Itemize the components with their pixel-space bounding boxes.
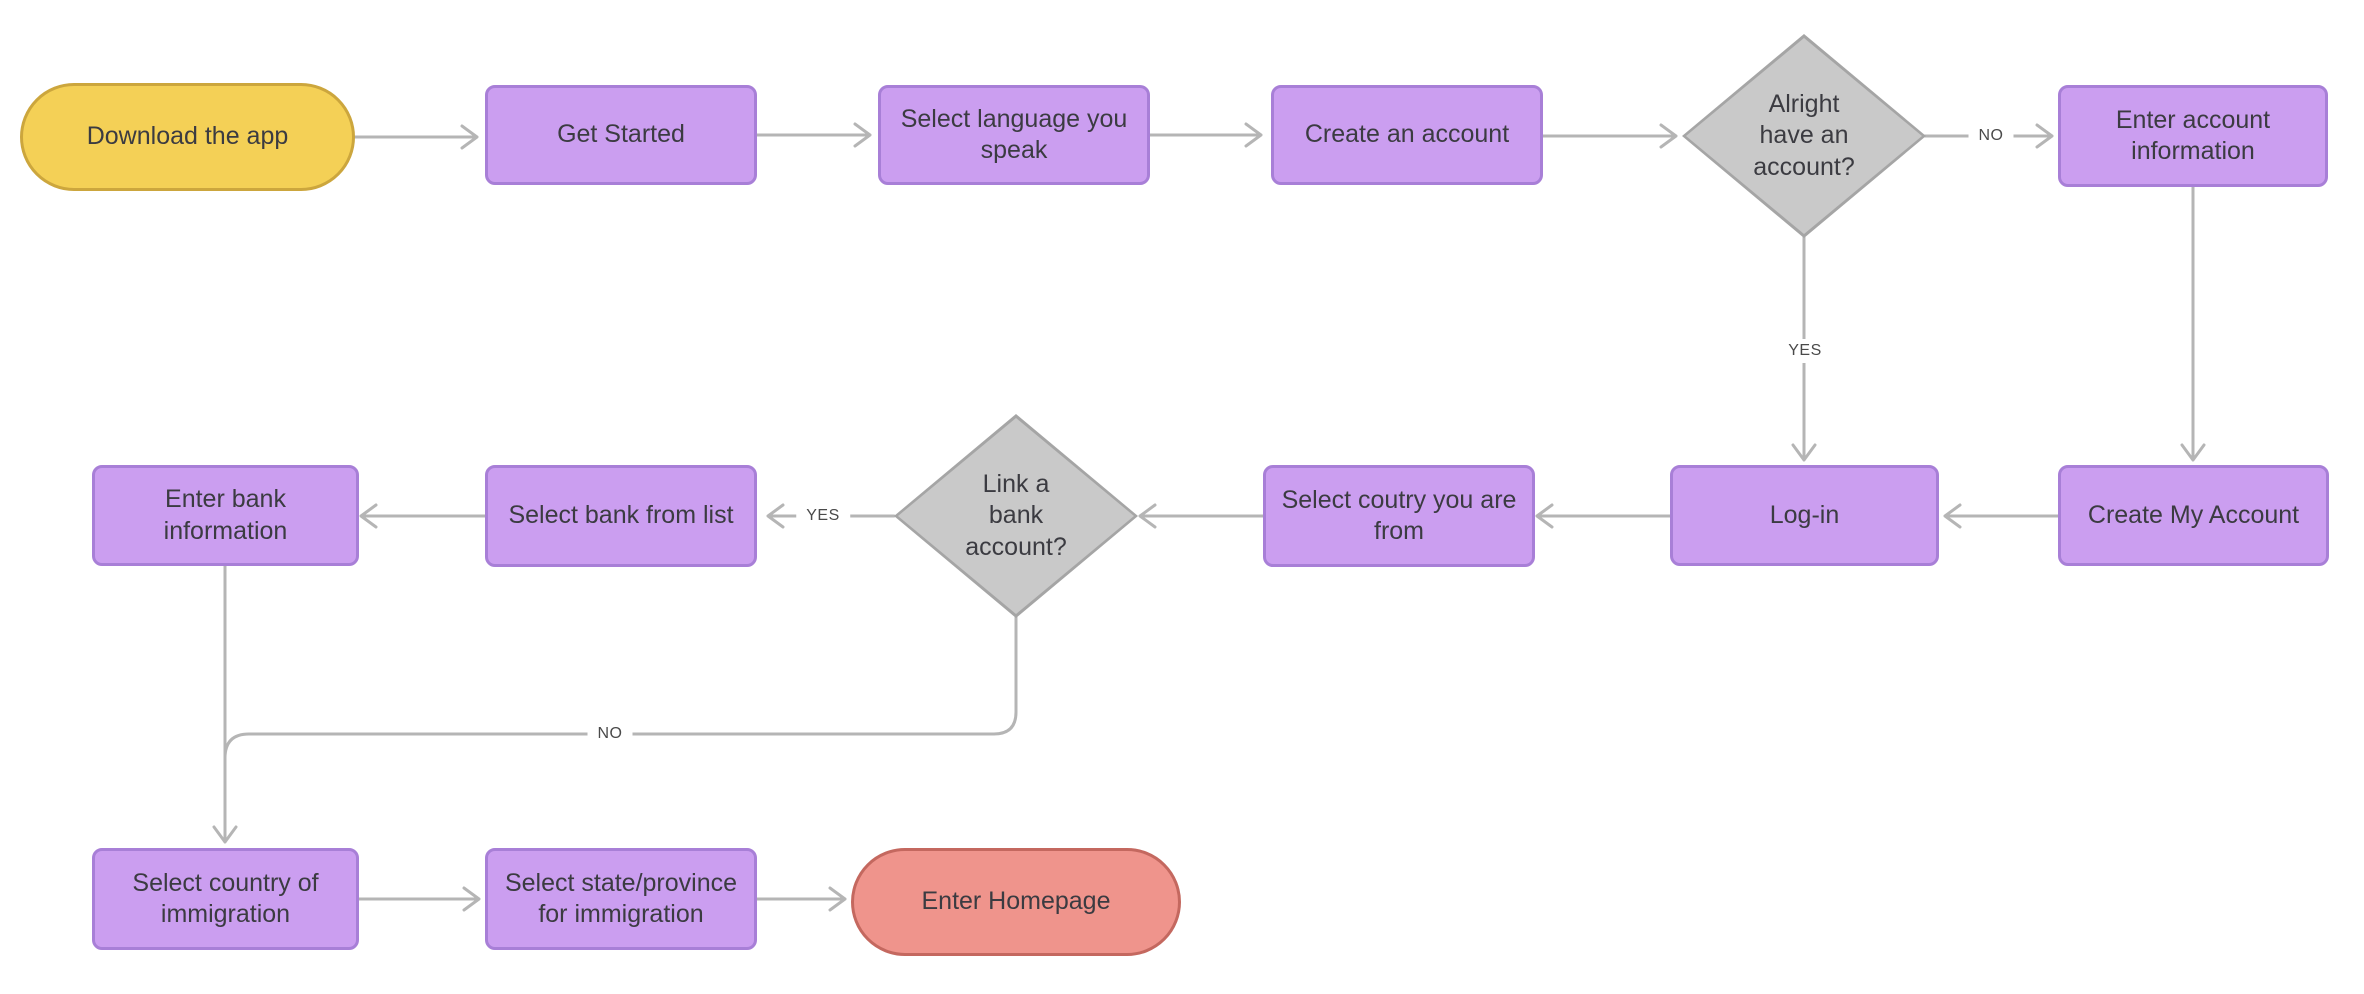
edge-selectcountryfrom-to-linkbank [1138,503,1265,529]
node-create-account-label: Create an account [1304,120,1510,149]
edge-download-to-getstarted [353,124,479,150]
node-select-state-province[interactable]: Select state/province for immigration [485,848,757,950]
edge-enterbankinfo-to-selectcountryimmigration [212,564,238,844]
node-enter-account-information[interactable]: Enter account information [2058,85,2328,187]
node-create-my-account[interactable]: Create My Account [2058,465,2329,566]
edge-enteraccountinfo-to-createmyaccount [2180,185,2206,462]
node-get-started-label: Get Started [557,120,685,149]
edge-selectbank-to-enterbankinfo [359,503,487,529]
node-enter-bank-information[interactable]: Enter bank information [92,465,359,566]
edge-createaccount-to-haveaccount [1541,123,1678,149]
edge-label-have-account-no[interactable]: NO [1968,124,2014,148]
node-select-country-from-label: Select coutry you are from [1281,485,1517,546]
node-log-in-label: Log-in [1769,500,1840,529]
node-select-language[interactable]: Select language you speak [878,85,1150,185]
node-create-account[interactable]: Create an account [1271,85,1543,185]
node-download-app-label: Download the app [86,122,289,151]
node-enter-homepage[interactable]: Enter Homepage [851,848,1181,956]
edge-selectlanguage-to-createaccount [1148,122,1263,148]
node-select-country-immigration-label: Select country of immigration [132,868,319,929]
decision-have-account-label: Alright have an account? [1753,89,1855,181]
node-create-my-account-label: Create My Account [2087,500,2300,529]
edge-selectcountryimmigration-to-selectstate [357,886,481,912]
node-enter-bank-information-label: Enter bank information [163,485,288,545]
edge-label-link-bank-no[interactable]: NO [587,722,633,746]
edge-selectstate-to-enterhomepage [755,886,847,912]
decision-link-bank-label: Link a bank account? [965,469,1067,561]
edge-linkbank-no-path [223,615,1018,760]
node-get-started[interactable]: Get Started [485,85,757,185]
node-select-bank-label: Select bank from list [508,501,734,530]
node-log-in[interactable]: Log-in [1670,465,1939,566]
node-select-state-province-label: Select state/province for immigration [504,868,738,929]
node-select-country-from[interactable]: Select coutry you are from [1263,465,1535,567]
node-select-bank[interactable]: Select bank from list [485,465,757,567]
node-download-app[interactable]: Download the app [20,83,355,191]
edge-label-have-account-yes[interactable]: YES [1778,339,1832,363]
edge-login-to-selectcountryfrom [1535,503,1672,529]
node-enter-account-information-label: Enter account information [2115,105,2271,166]
edge-getstarted-to-selectlanguage [755,122,872,148]
node-enter-homepage-label: Enter Homepage [921,887,1111,916]
node-select-country-immigration[interactable]: Select country of immigration [92,848,359,950]
edge-createmyaccount-to-login [1943,503,2060,529]
edge-label-link-bank-yes[interactable]: YES [796,504,850,528]
node-select-language-label: Select language you speak [900,104,1128,165]
